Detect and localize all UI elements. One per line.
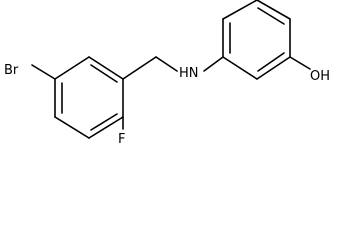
bond-methylene-to-nitrogen [155, 56, 178, 72]
hydroxyl-label: OH [310, 69, 330, 84]
bromine-label: Br [4, 63, 19, 78]
bond-ring-to-bromine [31, 64, 56, 80]
double-bond-r5-r6 [257, 52, 285, 72]
chemical-structure: Br F HN OH [4, 0, 330, 147]
left-benzene-ring [54, 56, 124, 139]
bond-r3-r4 [256, 0, 291, 20]
double-bond-c1-c2 [90, 64, 118, 83]
bond-ring-to-hydroxyl [289, 56, 311, 70]
bond-c4-c5 [54, 116, 90, 139]
double-bond-r3-r4 [257, 7, 285, 25]
bond-r6-r1 [222, 56, 258, 80]
bond-c3-c4 [88, 116, 124, 139]
right-benzene-ring [222, 0, 291, 80]
bond-nitrogen-to-ring [203, 56, 224, 72]
bond-r5-r6 [256, 56, 291, 80]
fluorine-label: F [118, 132, 125, 147]
double-bond-c3-c4 [90, 113, 118, 131]
bond-ring-to-methylene [122, 56, 157, 80]
bond-c1-c2 [88, 56, 124, 80]
bond-r2-r3 [222, 0, 258, 20]
amine-label: HN [179, 66, 199, 81]
bond-c6-c1 [54, 56, 90, 80]
